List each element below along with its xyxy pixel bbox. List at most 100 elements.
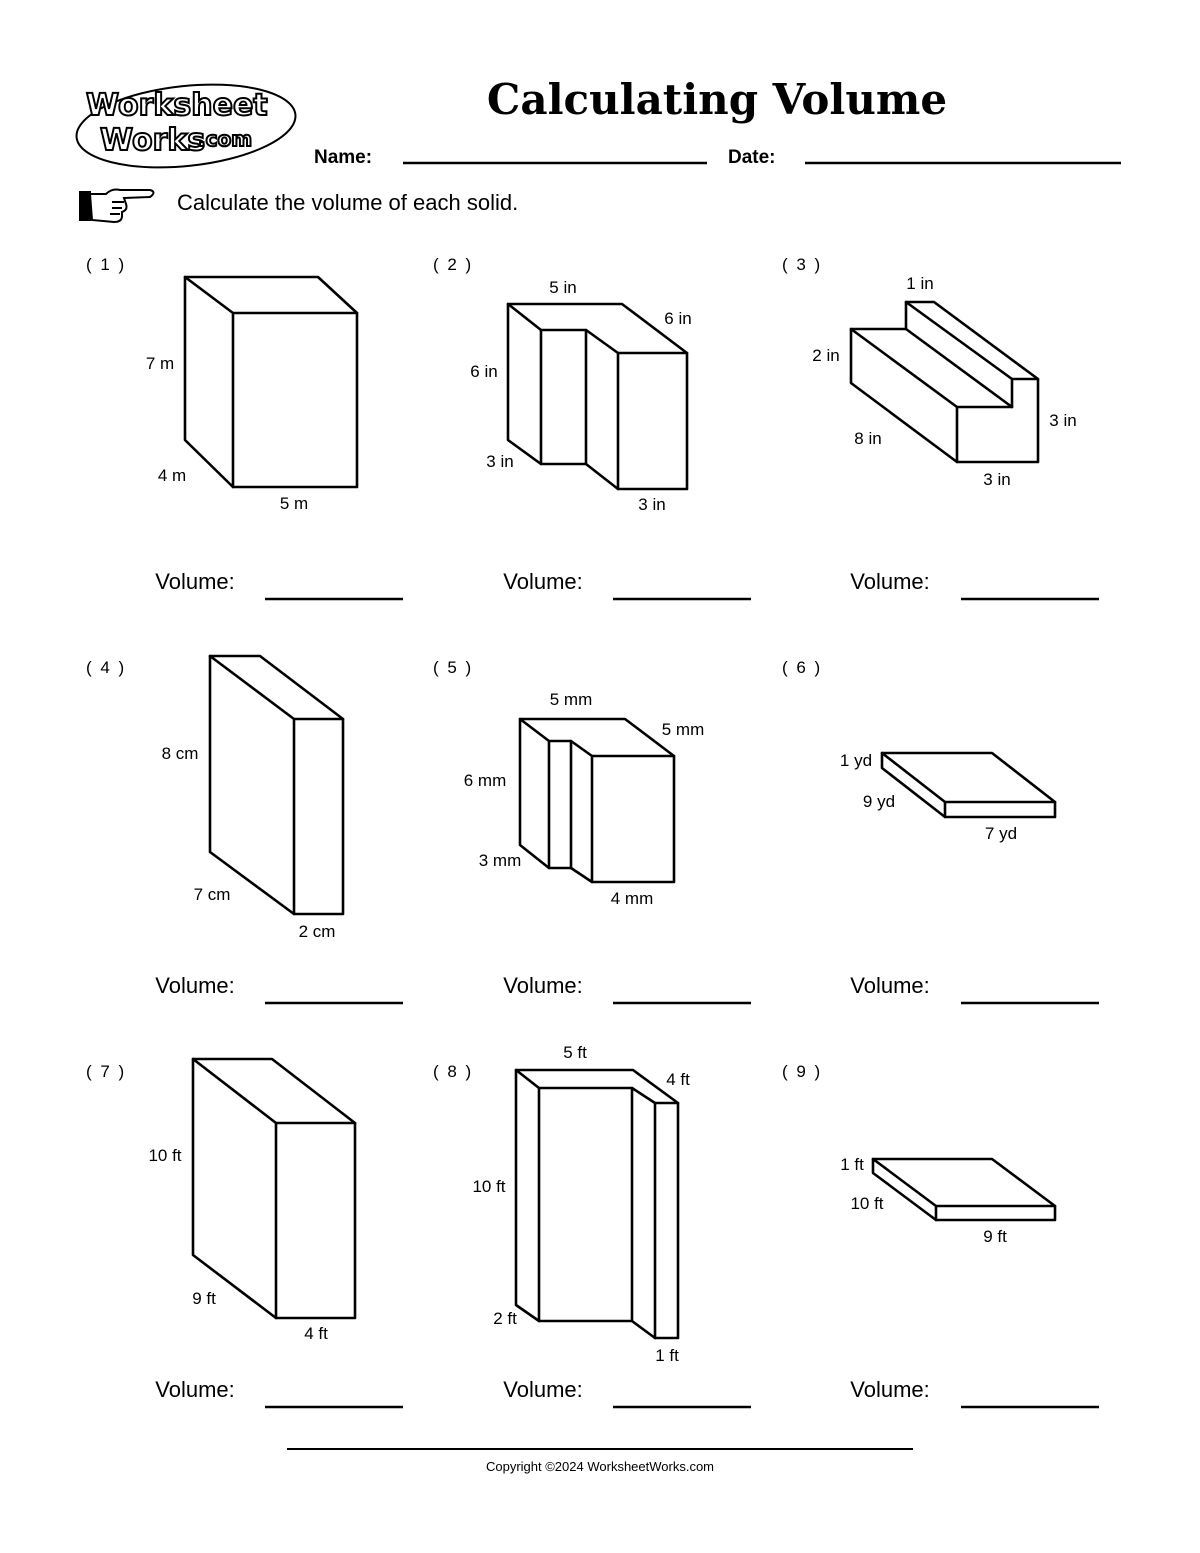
figure-edge	[183, 275, 235, 489]
problem-number: ( 8 )	[433, 1062, 473, 1081]
volume-label: Volume:	[850, 569, 930, 594]
solid-figure	[514, 1068, 680, 1340]
figure-edge	[943, 800, 1057, 819]
problem-1: ( 1 ) 7 m 4 m 5 m Volume:	[86, 255, 403, 601]
problem-number: ( 7 )	[86, 1062, 126, 1081]
solid-figure	[191, 1057, 357, 1320]
figure-edge	[880, 751, 947, 819]
problem-8: ( 8 ) 5 ft 4 ft 10 ft 2 ft 1 ft Volume:	[433, 1043, 751, 1409]
dimension-label: 7 cm	[194, 885, 231, 904]
figure-edge	[208, 654, 345, 721]
dimension-label: 9 ft	[983, 1227, 1007, 1246]
solid-figure	[506, 302, 689, 491]
dimension-label: 4 mm	[611, 889, 654, 908]
dimension-label: 10 ft	[472, 1177, 505, 1196]
figure-edge	[191, 1057, 278, 1320]
figure-edge	[292, 717, 345, 916]
solid-figure	[871, 1157, 1057, 1222]
logo-line2: Works	[100, 123, 205, 158]
pointing-hand-icon	[79, 188, 155, 224]
figure-edge	[904, 300, 1014, 381]
solid-figure	[880, 751, 1057, 819]
dimension-label: 1 in	[906, 274, 933, 293]
figure-edge	[904, 327, 1014, 409]
problem-6: ( 6 ) 1 yd 9 yd 7 yd Volume:	[782, 658, 1099, 1005]
dimension-label: 8 cm	[162, 744, 199, 763]
dimension-label: 3 in	[486, 452, 513, 471]
dimension-label: 8 in	[854, 429, 881, 448]
problem-4: ( 4 ) 8 cm 7 cm 2 cm Volume:	[86, 654, 403, 1005]
dimension-label: 10 ft	[148, 1146, 181, 1165]
dimension-label: 3 mm	[479, 851, 522, 870]
problem-number: ( 6 )	[782, 658, 822, 677]
figure-edge	[231, 311, 359, 489]
dimension-label: 9 yd	[863, 792, 895, 811]
problem-number: ( 4 )	[86, 658, 126, 677]
dimension-label: 9 ft	[192, 1289, 216, 1308]
logo-suffix: .com	[198, 127, 252, 151]
figure-edge	[274, 1121, 357, 1320]
figure-edge	[934, 1204, 1057, 1222]
problem-7: ( 7 ) 10 ft 9 ft 4 ft Volume:	[86, 1057, 403, 1409]
volume-label: Volume:	[155, 1377, 235, 1402]
dimension-label: 6 mm	[464, 771, 507, 790]
figure-edge	[871, 1157, 938, 1222]
dimension-label: 2 ft	[493, 1309, 517, 1328]
volume-label: Volume:	[155, 569, 235, 594]
dimension-label: 5 m	[280, 494, 308, 513]
worksheetworks-logo: Worksheet Works .com	[75, 83, 297, 169]
figure-edge	[183, 275, 359, 315]
dimension-label: 3 in	[1049, 411, 1076, 430]
volume-label: Volume:	[503, 569, 583, 594]
copyright: Copyright ©2024 WorksheetWorks.com	[486, 1459, 714, 1474]
figure-edge	[880, 751, 1057, 804]
problem-2: ( 2 ) 5 in 6 in 6 in 3 in 3 in Volume:	[433, 255, 751, 601]
problem-number: ( 1 )	[86, 255, 126, 274]
figure-edge	[871, 1157, 1057, 1208]
date-label: Date:	[728, 147, 776, 168]
dimension-label: 4 m	[158, 466, 186, 485]
name-label: Name:	[314, 147, 372, 168]
dimension-label: 6 in	[664, 309, 691, 328]
problem-number: ( 2 )	[433, 255, 473, 274]
figure-edge	[518, 717, 676, 884]
volume-label: Volume:	[850, 1377, 930, 1402]
figure-edge	[208, 654, 296, 916]
solid-figure	[849, 300, 1040, 464]
solid-figure	[183, 275, 359, 489]
dimension-label: 3 in	[983, 470, 1010, 489]
dimension-label: 4 ft	[304, 1324, 328, 1343]
solid-figure	[208, 654, 345, 916]
dimension-label: 7 yd	[985, 824, 1017, 843]
dimension-label: 1 ft	[840, 1155, 864, 1174]
volume-label: Volume:	[155, 973, 235, 998]
page-title: Calculating Volume	[487, 75, 947, 124]
dimension-label: 7 m	[146, 354, 174, 373]
dimension-label: 6 in	[470, 362, 497, 381]
dimension-label: 4 ft	[666, 1070, 690, 1089]
dimension-label: 5 ft	[563, 1043, 587, 1062]
figure-edge	[506, 302, 689, 355]
volume-label: Volume:	[503, 1377, 583, 1402]
dimension-label: 5 in	[549, 278, 576, 297]
dimension-label: 2 cm	[299, 922, 336, 941]
dimension-label: 3 in	[638, 495, 665, 514]
dimension-label: 2 in	[812, 346, 839, 365]
dimension-label: 10 ft	[850, 1194, 883, 1213]
problem-9: ( 9 ) 1 ft 10 ft 9 ft Volume:	[782, 1062, 1099, 1409]
figure-edge	[191, 1057, 357, 1125]
volume-label: Volume:	[503, 973, 583, 998]
instructions-text: Calculate the volume of each solid.	[177, 190, 518, 215]
volume-label: Volume:	[850, 973, 930, 998]
problem-number: ( 9 )	[782, 1062, 822, 1081]
figure-edge	[518, 717, 676, 758]
dimension-label: 5 mm	[662, 720, 705, 739]
problem-number: ( 5 )	[433, 658, 473, 677]
logo-line1: Worksheet	[86, 88, 268, 123]
dimension-label: 1 yd	[840, 751, 872, 770]
dimension-label: 1 ft	[655, 1346, 679, 1365]
